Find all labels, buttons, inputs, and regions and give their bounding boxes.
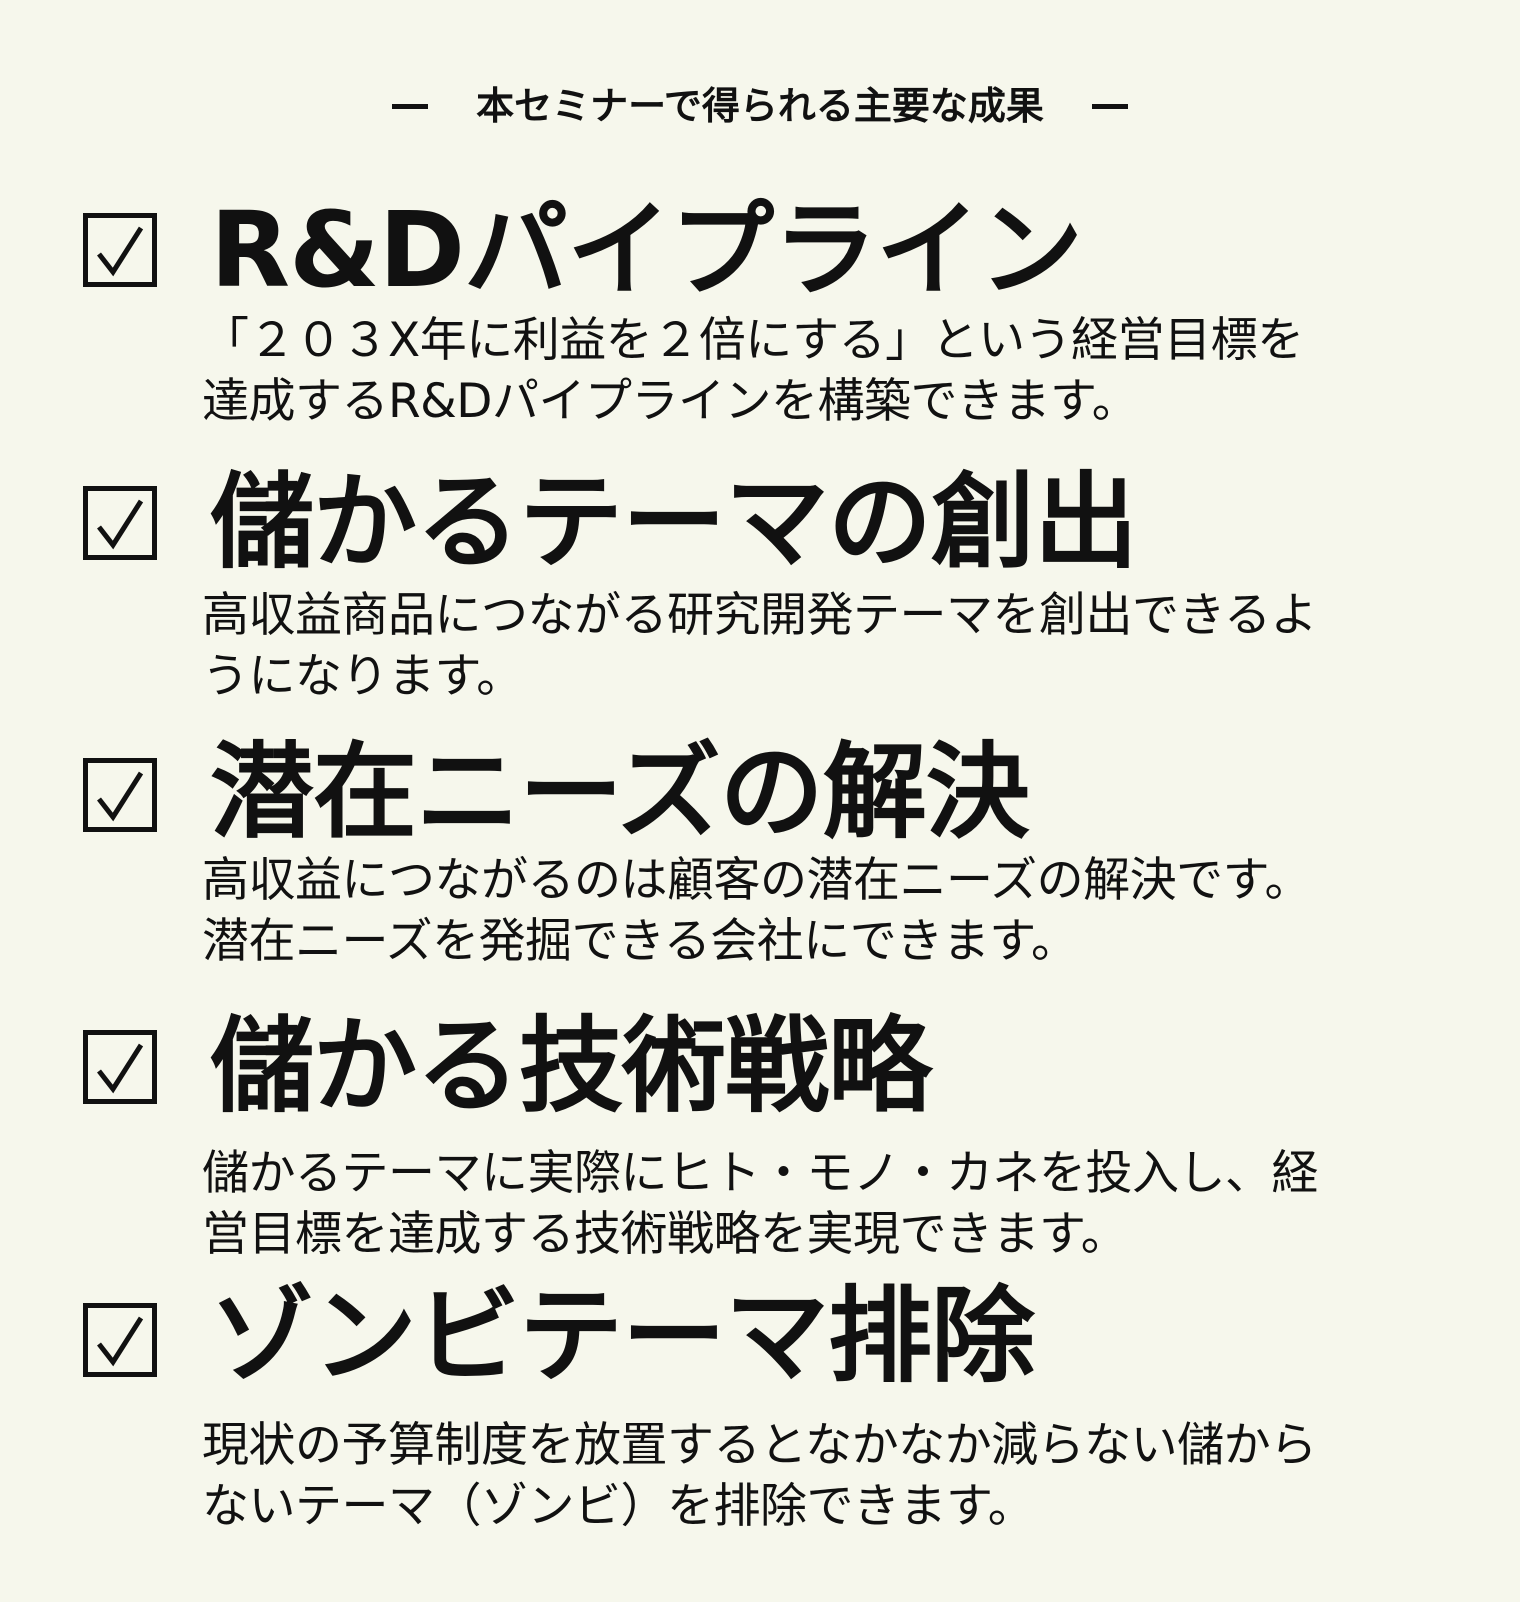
outcome-title: 儲かる技術戦略 [210, 1005, 932, 1127]
description-line: 高収益商品につながる研究開発テーマを創出できるよ [202, 588, 1318, 643]
description-line: 高収益につながるのは顧客の潜在ニーズの解決です。 [202, 853, 1311, 908]
outcome-title: ゾンビテーマ排除 [210, 1275, 1035, 1397]
outcome-description: 儲かるテーマに実際にヒト・モノ・カネを投入し、経 営目標を達成する技術戦略を実現… [202, 1143, 1432, 1265]
section-header: 本セミナーで得られる主要な成果 [0, 82, 1520, 130]
description-line: 営目標を達成する技術戦略を実現できます。 [202, 1207, 1128, 1262]
checkbox-icon [83, 486, 157, 560]
checkbox-icon [83, 758, 157, 832]
description-line: ないテーマ（ゾンビ）を排除できます。 [202, 1479, 1035, 1534]
outcome-title: R&Dパイプライン [210, 189, 1083, 311]
description-line: 現状の予算制度を放置するとなかなか減らない儲から [202, 1418, 1317, 1473]
outcome-description: 高収益商品につながる研究開発テーマを創出できるよ うになります。 [202, 585, 1432, 707]
description-line: 儲かるテーマに実際にヒト・モノ・カネを投入し、経 [202, 1146, 1319, 1201]
description-line: うになります。 [202, 649, 523, 704]
outcome-description: 現状の予算制度を放置するとなかなか減らない儲から ないテーマ（ゾンビ）を排除でき… [202, 1415, 1432, 1537]
checkbox-icon [83, 1303, 157, 1377]
checkbox-icon [83, 213, 157, 287]
left-dash [392, 104, 429, 109]
outcome-title: 儲かるテーマの創出 [210, 461, 1138, 583]
outcome-description: 「２０３X年に利益を２倍にする」という経営目標を 達成するR&Dパイプラインを構… [202, 310, 1432, 432]
description-line: 「２０３X年に利益を２倍にする」という経営目標を [202, 313, 1304, 368]
right-dash [1091, 104, 1128, 109]
description-line: 達成するR&Dパイプラインを構築できます。 [202, 374, 1139, 429]
checkbox-icon [83, 1030, 157, 1104]
outcome-title: 潜在ニーズの解決 [210, 731, 1030, 853]
section-title: 本セミナーで得られる主要な成果 [476, 84, 1044, 128]
description-line: 潜在ニーズを発掘できる会社にできます。 [202, 914, 1078, 969]
outcome-description: 高収益につながるのは顧客の潜在ニーズの解決です。 潜在ニーズを発掘できる会社にで… [202, 850, 1432, 972]
